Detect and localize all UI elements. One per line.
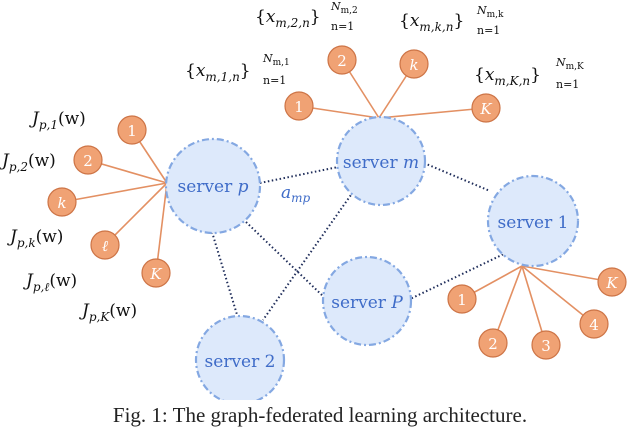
server-m: server m bbox=[335, 115, 427, 207]
client-p-1: 1 bbox=[117, 115, 147, 145]
server-2: server 2 bbox=[194, 314, 286, 400]
client-1-K: K bbox=[597, 267, 627, 297]
svg-text:n=1: n=1 bbox=[477, 24, 500, 37]
spoke-p-K bbox=[155, 182, 168, 274]
svg-text:Nm,2: Nm,2 bbox=[330, 0, 358, 16]
svg-text:ℓ: ℓ bbox=[102, 237, 108, 255]
federated-architecture-diagram: server p server m server 1 server P serv… bbox=[0, 0, 627, 400]
dataset-label-m2: {xm,2,n} n=1 Nm,2 bbox=[255, 0, 358, 33]
server-1: server 1 bbox=[486, 174, 580, 268]
server-big-p-label: server P bbox=[331, 293, 403, 313]
svg-text:{xm,K,n}: {xm,K,n} bbox=[474, 65, 541, 88]
server-p-label: server p bbox=[178, 177, 249, 197]
svg-text:Nm,K: Nm,K bbox=[555, 56, 584, 72]
figure-caption: Fig. 1: The graph-federated learning arc… bbox=[112, 403, 528, 427]
svg-text:{xm,1,n}: {xm,1,n} bbox=[185, 61, 251, 84]
client-m-k: k bbox=[399, 49, 429, 79]
svg-text:3: 3 bbox=[541, 337, 551, 355]
svg-text:2: 2 bbox=[337, 52, 347, 70]
svg-text:k: k bbox=[57, 194, 66, 212]
dataset-label-mK: {xm,K,n} n=1 Nm,K bbox=[474, 56, 584, 91]
client-m-2: 2 bbox=[327, 45, 357, 75]
spoke-p-k bbox=[61, 182, 168, 203]
client-p-k: k bbox=[47, 187, 77, 217]
edge-p-2 bbox=[211, 231, 239, 319]
server-edges bbox=[211, 162, 509, 321]
client-1-1: 1 bbox=[447, 284, 477, 314]
svg-text:n=1: n=1 bbox=[331, 20, 354, 33]
svg-text:K: K bbox=[605, 274, 618, 292]
loss-label-p1: Jp,1(w) bbox=[29, 109, 86, 132]
spoke-m-K bbox=[378, 107, 487, 119]
clients-server-1: 1 2 3 4 K bbox=[447, 267, 627, 360]
client-p-2: 2 bbox=[73, 145, 103, 175]
server-1-node bbox=[486, 174, 580, 268]
svg-text:1: 1 bbox=[127, 122, 137, 140]
svg-text:{xm,k,n}: {xm,k,n} bbox=[399, 11, 464, 34]
svg-text:Nm,1: Nm,1 bbox=[262, 52, 290, 68]
server-p: server p bbox=[164, 137, 262, 235]
client-p-l: ℓ bbox=[90, 230, 120, 260]
dataset-labels: {xm,1,n} n=1 Nm,1 {xm,2,n} n=1 Nm,2 {xm,… bbox=[185, 0, 584, 91]
svg-text:n=1: n=1 bbox=[556, 78, 579, 91]
svg-text:K: K bbox=[149, 265, 162, 283]
clients-server-p: 1 2 k ℓ K bbox=[47, 115, 171, 288]
svg-text:4: 4 bbox=[589, 316, 599, 334]
loss-label-pk: Jp,k(w) bbox=[7, 227, 63, 250]
loss-label-p2: Jp,2(w) bbox=[0, 151, 56, 174]
loss-label-pK: Jp,K(w) bbox=[79, 301, 137, 324]
client-1-3: 3 bbox=[531, 330, 561, 360]
client-1-2: 2 bbox=[478, 328, 508, 358]
spoke-1-4 bbox=[521, 265, 595, 325]
spoke-1-K bbox=[521, 265, 613, 283]
client-1-4: 4 bbox=[579, 309, 609, 339]
svg-text:k: k bbox=[409, 56, 418, 74]
dataset-label-mk: {xm,k,n} n=1 Nm,k bbox=[399, 4, 504, 37]
server-big-p-node bbox=[321, 255, 413, 347]
svg-text:2: 2 bbox=[488, 335, 498, 353]
dataset-label-m1: {xm,1,n} n=1 Nm,1 bbox=[185, 52, 290, 87]
server-p-node bbox=[164, 137, 262, 235]
clients-server-m: 1 2 k K bbox=[284, 45, 501, 123]
edge-weight-label: amp bbox=[281, 183, 311, 205]
server-2-label: server 2 bbox=[205, 352, 276, 372]
server-1-label: server 1 bbox=[498, 213, 569, 233]
svg-text:Nm,k: Nm,k bbox=[476, 4, 504, 20]
svg-text:{xm,2,n}: {xm,2,n} bbox=[255, 7, 321, 30]
svg-text:1: 1 bbox=[294, 98, 304, 116]
server-m-label: server m bbox=[343, 153, 419, 173]
svg-text:K: K bbox=[479, 100, 492, 118]
server-2-node bbox=[194, 314, 286, 400]
edge-bigp-1 bbox=[407, 251, 509, 301]
server-m-node bbox=[335, 115, 427, 207]
spoke-p-l bbox=[104, 182, 168, 246]
client-p-K: K bbox=[141, 258, 171, 288]
client-m-K: K bbox=[471, 93, 501, 123]
svg-text:2: 2 bbox=[83, 152, 93, 170]
client-m-1: 1 bbox=[284, 91, 314, 121]
edge-p-bigp bbox=[245, 221, 328, 301]
edge-m-1 bbox=[423, 162, 491, 192]
server-big-p: server P bbox=[321, 255, 413, 347]
svg-text:1: 1 bbox=[457, 291, 467, 309]
svg-text:n=1: n=1 bbox=[263, 74, 286, 87]
loss-labels: Jp,1(w) Jp,2(w) Jp,k(w) Jp,ℓ(w) Jp,K(w) bbox=[0, 109, 137, 324]
loss-label-pl: Jp,ℓ(w) bbox=[23, 271, 77, 294]
edge-p-m bbox=[259, 166, 339, 184]
